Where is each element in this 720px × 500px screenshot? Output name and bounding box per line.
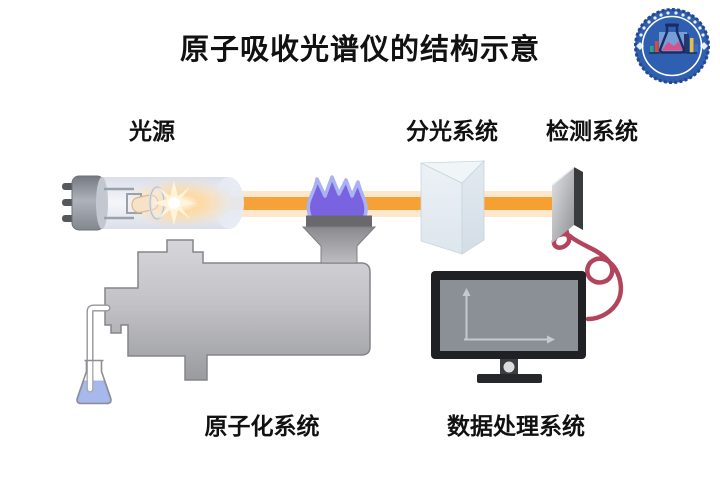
signal-cable: [551, 222, 624, 322]
label-data-processing-system: 数据处理系统: [447, 413, 585, 439]
capillary-tube: [86, 304, 111, 393]
label-detection-system: 检测系统: [546, 118, 638, 144]
prism-icon: [420, 160, 485, 255]
sample-flask-glass: [76, 359, 112, 405]
lamp-glow-starburst: [152, 181, 196, 225]
monitor-icon: [431, 271, 586, 383]
page-title: 原子吸收光谱仪的结构示意: [179, 34, 540, 66]
label-light-source: 光源: [129, 118, 175, 144]
monitor-axes: [462, 288, 555, 344]
atomizer-body: [104, 239, 371, 381]
hollow-cathode-lamp-icon: [62, 175, 244, 231]
detector-plate-icon: [551, 166, 583, 243]
logo-flask-icon: [658, 23, 686, 54]
institution-logo: [634, 8, 710, 84]
burner-flame-icon: [301, 175, 377, 264]
label-atomization-system: 原子化系统: [204, 413, 320, 439]
label-dispersion-system: 分光系统: [406, 118, 498, 144]
